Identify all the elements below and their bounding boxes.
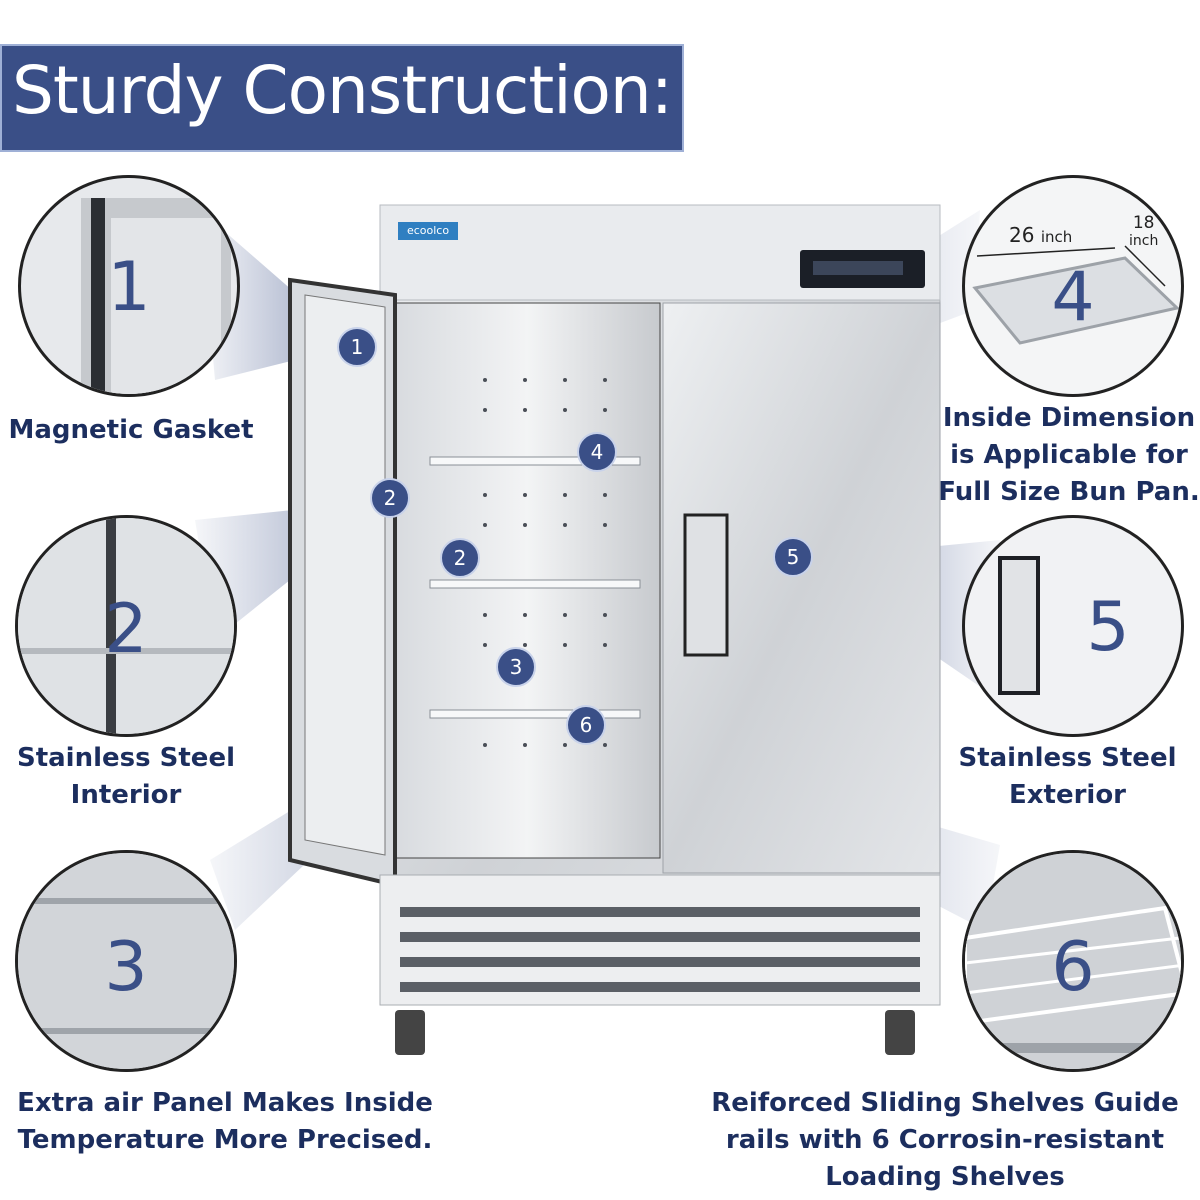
air-panel-detail-image bbox=[18, 853, 234, 1069]
detail-circle-gasket: 1 bbox=[18, 175, 240, 397]
gasket-detail-image bbox=[81, 198, 231, 394]
detail-number-6: 6 bbox=[1051, 928, 1095, 1007]
marker-6: 6 bbox=[566, 705, 606, 745]
detail-circle-interior: 2 bbox=[15, 515, 237, 737]
caption-stainless-exterior: Stainless Steel Exterior bbox=[958, 743, 1177, 810]
interior-detail-image bbox=[18, 518, 234, 734]
refrigerator-illustration bbox=[288, 204, 941, 1055]
detail-circle-exterior: 5 bbox=[962, 515, 1184, 737]
marker-2a: 2 bbox=[370, 478, 410, 518]
detail-number-1: 1 bbox=[107, 248, 151, 327]
marker-5: 5 bbox=[773, 537, 813, 577]
caption-magnetic-gasket: Magnetic Gasket bbox=[8, 415, 254, 445]
title-banner bbox=[0, 44, 684, 152]
shelves-detail-image bbox=[965, 853, 1181, 1069]
marker-1: 1 bbox=[337, 327, 377, 367]
caption-air-panel: Extra air Panel Makes Inside Temperature… bbox=[17, 1088, 433, 1155]
marker-2b: 2 bbox=[440, 538, 480, 578]
detail-number-3: 3 bbox=[104, 928, 148, 1007]
detail-number-2: 2 bbox=[104, 590, 148, 669]
bun-pan-detail-image bbox=[972, 245, 1181, 345]
marker-3: 3 bbox=[496, 647, 536, 687]
page-title: Sturdy Construction: bbox=[12, 52, 673, 129]
detail-circle-shelves: 6 bbox=[962, 850, 1184, 1072]
detail-number-4: 4 bbox=[1051, 258, 1095, 337]
caption-stainless-interior: Stainless Steel Interior bbox=[16, 743, 235, 810]
marker-4: 4 bbox=[577, 432, 617, 472]
caption-inside-dimension: Inside Dimension is Applicable for Full … bbox=[938, 403, 1200, 507]
handle-detail-image bbox=[998, 556, 1040, 695]
detail-number-5: 5 bbox=[1086, 588, 1130, 667]
detail-circle-air-panel: 3 bbox=[15, 850, 237, 1072]
brand-logo: ecoolco bbox=[398, 222, 458, 240]
dimension-width-label: 26 inch bbox=[1009, 223, 1073, 247]
caption-sliding-shelves: Reiforced Sliding Shelves Guide rails wi… bbox=[711, 1088, 1179, 1192]
